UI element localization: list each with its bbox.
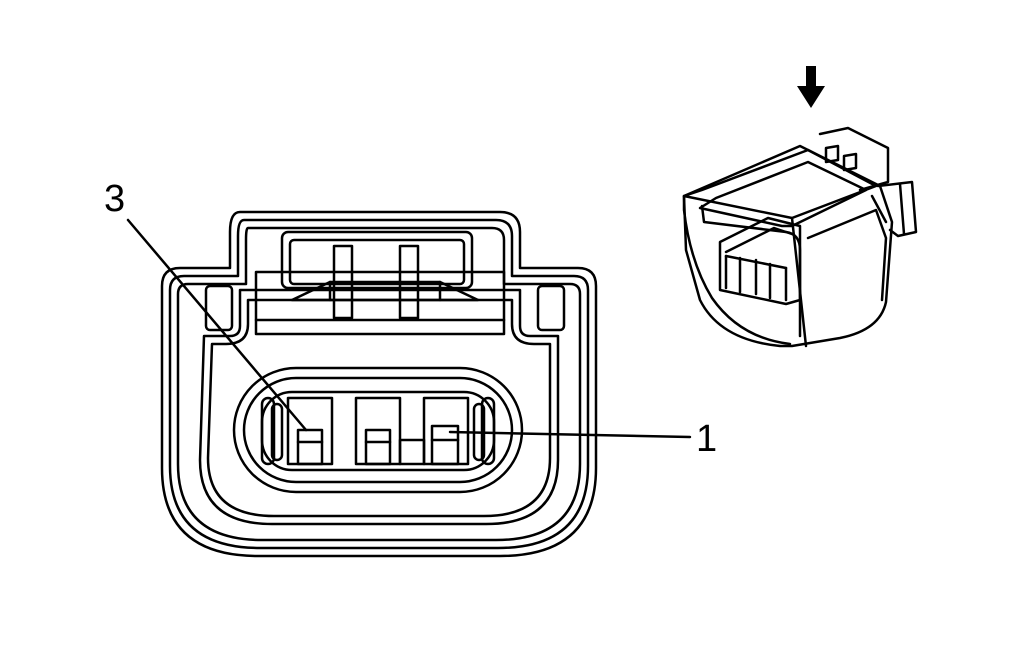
right-side-block [806, 208, 888, 302]
terminal-3 [286, 396, 334, 466]
body-outline [682, 144, 894, 348]
seal-band-outer [198, 288, 560, 526]
mating-terminals [724, 254, 788, 302]
callout-pin-3: 3 [104, 178, 126, 220]
lock-body [254, 270, 506, 336]
mating-opening-inner [724, 226, 794, 254]
mating-opening [718, 216, 802, 306]
left-key-rib [260, 396, 276, 466]
lock-finger-right [398, 244, 420, 320]
connector-isometric-view [682, 66, 918, 348]
lock-tab-frame [280, 230, 474, 290]
down-arrow-icon [797, 66, 825, 108]
rear-latch-block [818, 126, 890, 192]
body-top-face [682, 148, 878, 220]
leader-line-3 [126, 218, 308, 432]
rear-latch-block-2 [824, 144, 840, 164]
housing-outline-3 [176, 226, 582, 542]
housing-outer-outline [160, 210, 598, 558]
left-guide-slot [204, 284, 234, 332]
right-key-rib [480, 396, 496, 466]
terminal-cavity [232, 366, 524, 494]
body-front-face [682, 194, 792, 346]
rear-latch-block-3 [842, 152, 858, 172]
terminal-bridge [398, 438, 426, 466]
terminal-2-contact [364, 428, 392, 466]
right-guide-slot [536, 284, 566, 332]
left-key-rib-2 [270, 402, 284, 462]
mating-terminal-tops [724, 254, 788, 270]
cavity-inner [242, 376, 514, 484]
body-top-rim [698, 160, 868, 228]
terminal-1 [422, 396, 470, 466]
callout-pin-1: 1 [696, 418, 718, 460]
terminal-2 [354, 396, 402, 466]
side-latch-line [898, 182, 906, 236]
terminal-1-contact [430, 424, 460, 466]
lock-tab-frame-inner [288, 238, 466, 286]
housing-outline-2 [168, 218, 590, 550]
right-side-line [870, 194, 888, 224]
cavity-outer [232, 366, 524, 494]
locking-tab [254, 230, 506, 336]
leader-line-1 [448, 430, 692, 439]
lock-finger-left [332, 244, 354, 320]
seal-band-inner [206, 298, 552, 518]
connector-face-view [126, 210, 692, 558]
terminal-3-contact [296, 428, 324, 466]
